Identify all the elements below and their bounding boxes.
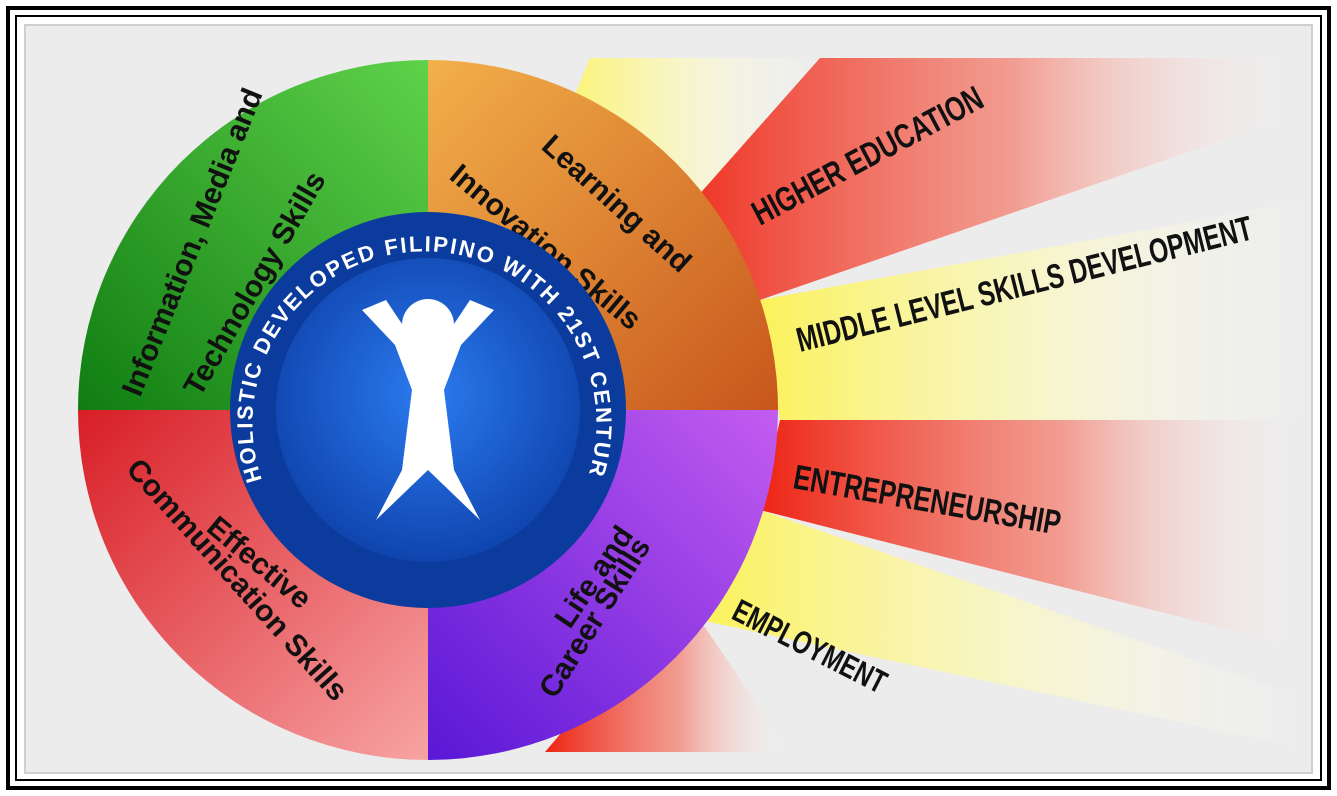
outer-frame (6, 6, 1331, 790)
ray-red-bottom (545, 620, 790, 752)
outcome-rays (540, 58, 1310, 752)
ray-red-top (650, 58, 1310, 300)
ray-yellow-mid (760, 200, 1310, 420)
ray-red-mid (760, 420, 1310, 650)
ray-yellow-low (700, 510, 1310, 750)
inner-frame (15, 15, 1322, 781)
person-arms-raised-icon (362, 299, 494, 520)
